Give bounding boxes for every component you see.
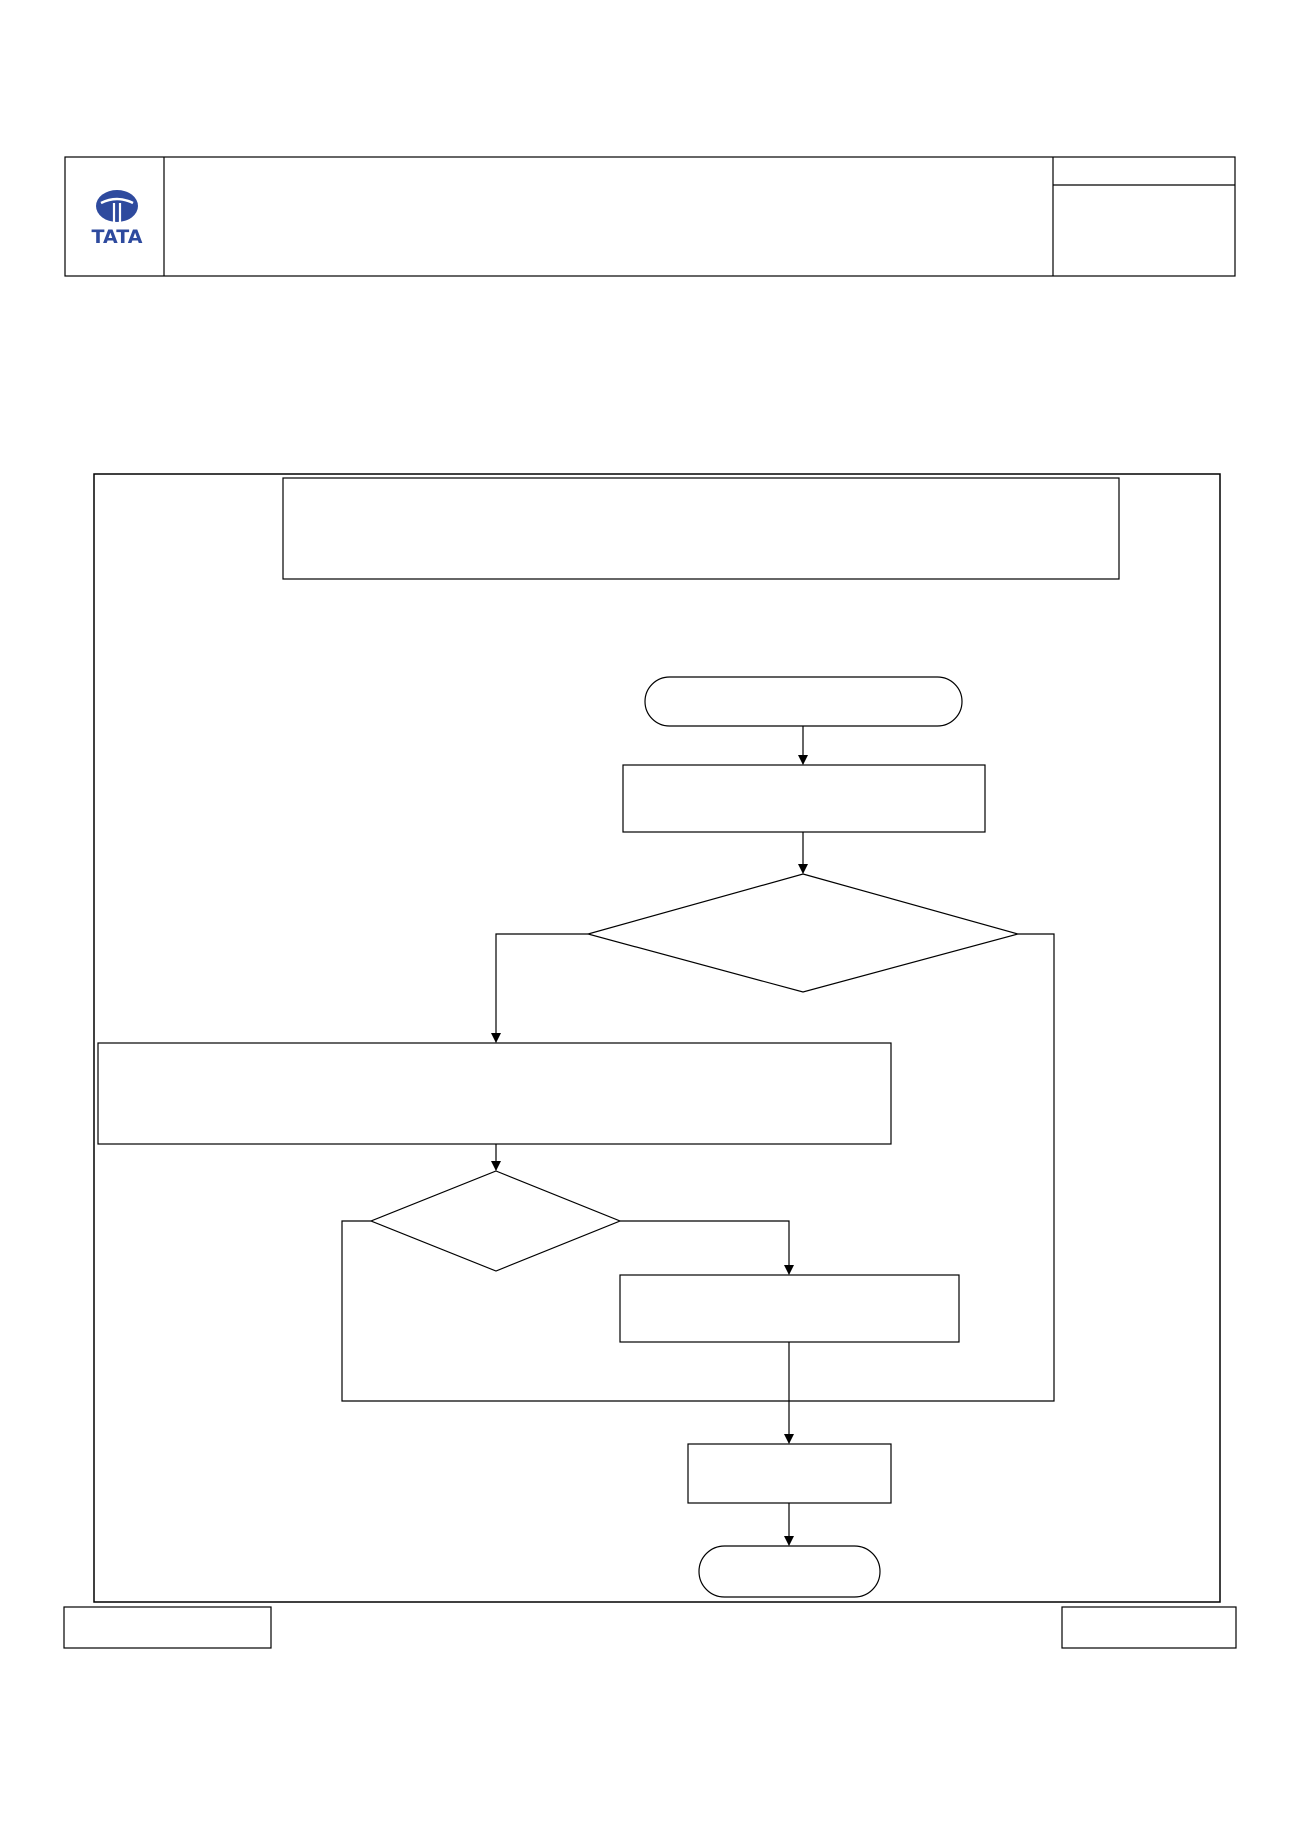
connectors: [341, 726, 1055, 1546]
header-outer-border: [64, 156, 1236, 277]
tata-logo-emblem-icon: [96, 190, 138, 222]
connector-decision-2-left-bypass: [341, 1220, 789, 1402]
process-box-1: [622, 764, 986, 833]
decision-diamond-1: [585, 873, 1021, 993]
start-terminal: [644, 676, 963, 727]
decision-diamond-2: [369, 1170, 622, 1272]
flowchart-title-box: [282, 477, 1120, 580]
footer-left-cell: [63, 1606, 272, 1649]
tata-logo-wordmark: TATA: [92, 226, 143, 248]
process-box-4: [687, 1443, 892, 1504]
connector-decision-1-left-to-process-2: [491, 933, 588, 1043]
process-box-2: [97, 1042, 892, 1145]
end-terminal: [698, 1545, 881, 1598]
flowchart-frame: [93, 473, 1221, 1603]
connector-decision-1-right-bypass: [789, 933, 1055, 1402]
process-box-3: [619, 1274, 960, 1343]
connector-decision-2-right-to-process-3: [620, 1220, 794, 1275]
header-table: [64, 156, 1236, 277]
footer-right-cell: [1061, 1606, 1237, 1649]
tata-logo: TATA: [92, 190, 143, 248]
